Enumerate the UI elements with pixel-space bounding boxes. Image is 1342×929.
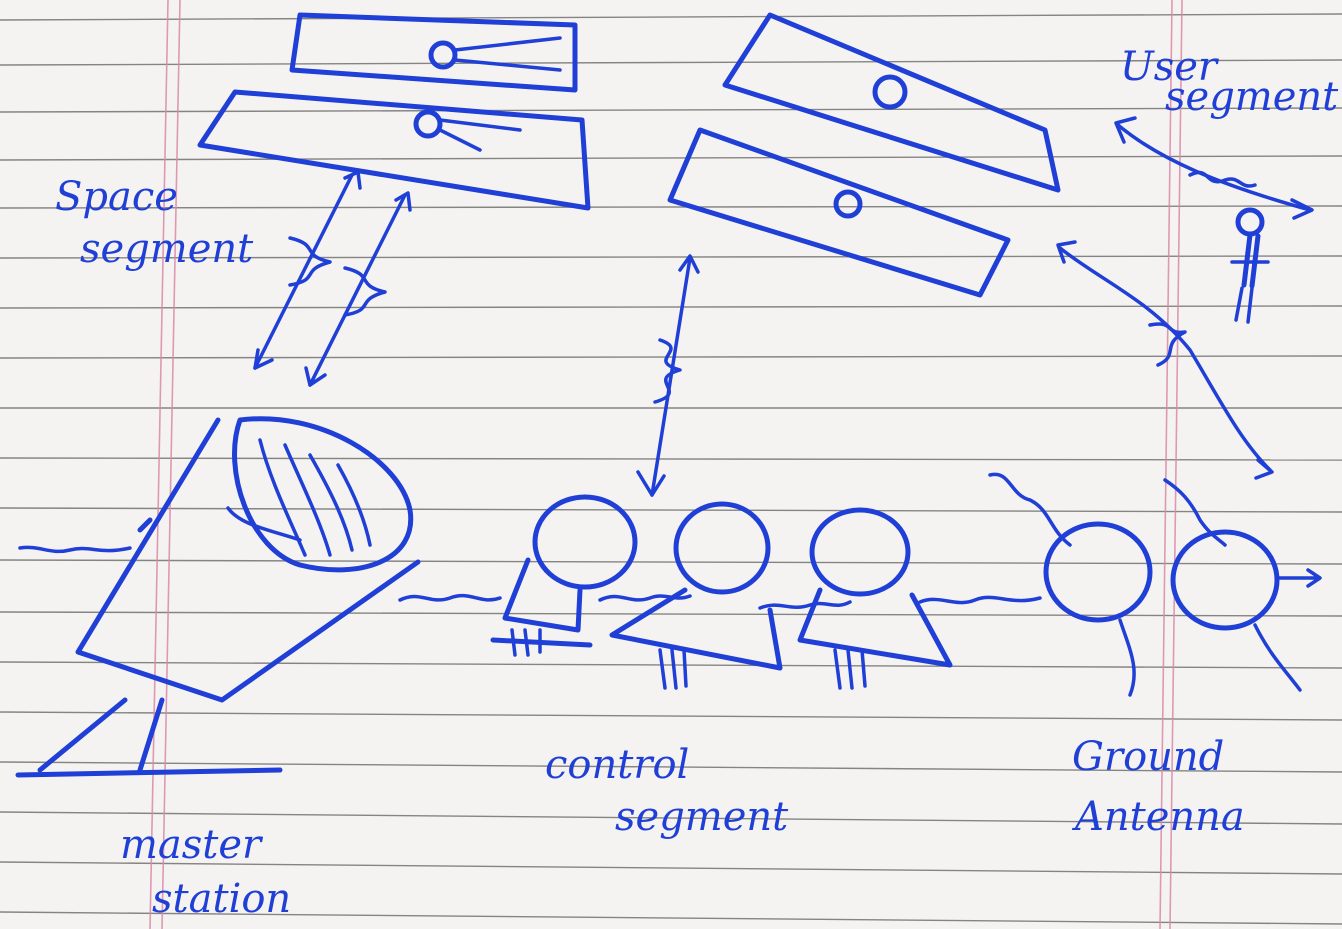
ground-antenna-label-line1: Ground	[1072, 734, 1224, 780]
ground-antenna-2	[1163, 478, 1322, 692]
margin-lines	[149, 0, 1183, 929]
satellite-2	[197, 89, 591, 211]
satellite-1	[289, 12, 578, 93]
control-station-3	[758, 507, 953, 690]
user-segment-label: User segment	[1120, 44, 1339, 120]
space-link-arrows	[253, 170, 412, 387]
user-segment-label-line1: User	[1120, 44, 1220, 90]
master-station-dish-icon	[15, 416, 502, 778]
ground-antenna-label-line2: Antenna	[1071, 794, 1245, 840]
user-figure-icon	[1230, 207, 1270, 324]
master-station-label-line2: station	[152, 876, 291, 922]
control-segment-label: control segment	[545, 742, 789, 840]
ground-link-arrow	[1056, 240, 1274, 480]
control-station-2	[598, 501, 783, 690]
space-segment-label-line2: segment	[80, 226, 254, 272]
space-segment-label-line1: Space	[55, 174, 178, 220]
satellite-4	[667, 127, 1011, 298]
user-segment-label-line2: segment	[1165, 74, 1339, 120]
ground-antenna-label: Ground Antenna	[1071, 734, 1245, 840]
space-segment-label: Space segment	[55, 174, 254, 272]
ground-antenna-1	[918, 472, 1153, 697]
control-segment-label-line1: control	[545, 742, 689, 788]
satellite-3	[722, 12, 1061, 193]
master-station-label-line1: master	[120, 822, 264, 868]
user-link-arrow	[1114, 116, 1314, 220]
control-segment-label-line2: segment	[615, 794, 789, 840]
control-station-1	[490, 494, 638, 657]
control-uplink-arrow	[636, 254, 700, 497]
master-station-label: master station	[120, 822, 291, 922]
